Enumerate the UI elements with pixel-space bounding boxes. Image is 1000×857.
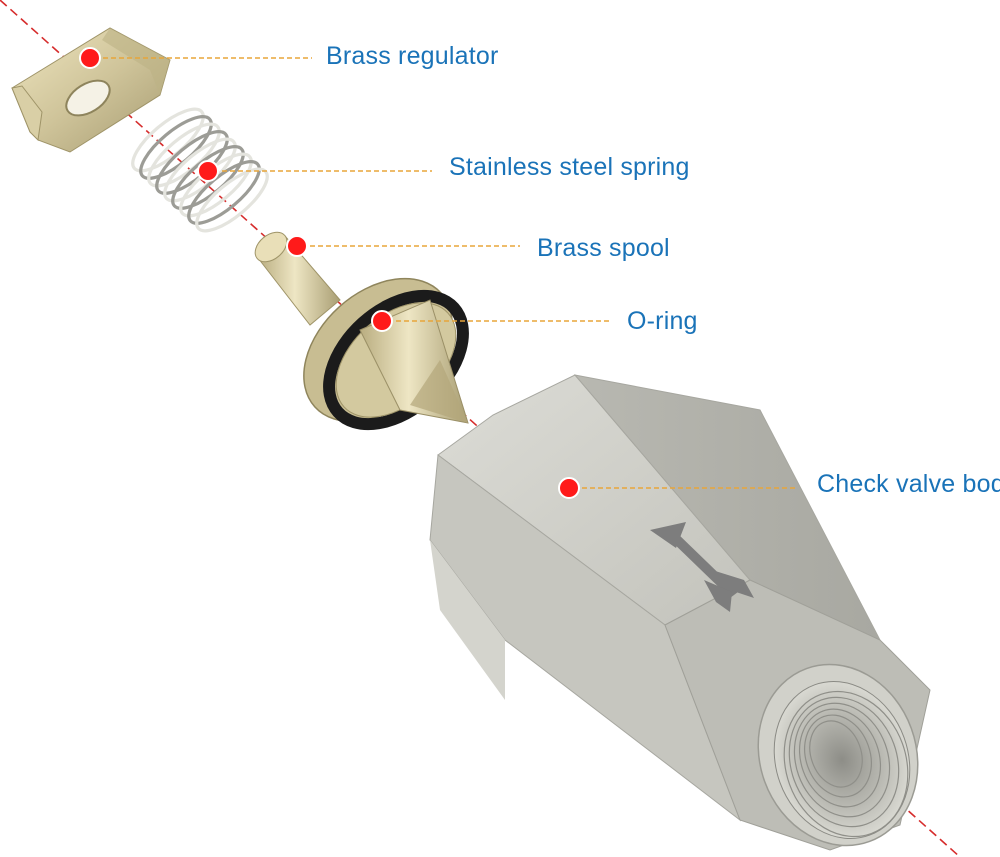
brass-spool-part [254, 231, 469, 431]
brass-regulator-part [11, 27, 171, 153]
check-valve-body-part [429, 374, 931, 851]
thread-ring [798, 708, 882, 808]
thread-ring [804, 714, 872, 798]
marker-dot-regulator [79, 47, 101, 69]
thread-ring [793, 702, 891, 818]
marker-dots [79, 47, 580, 499]
marker-dot-spool [286, 235, 308, 257]
marker-dot-body [558, 477, 580, 499]
label-o-ring: O-ring [627, 307, 698, 335]
label-check-valve-body: Check valve body [817, 470, 1000, 498]
label-brass-regulator: Brass regulator [326, 42, 499, 70]
thread-ring [809, 720, 863, 788]
leader-lines [95, 57, 795, 489]
thread-ring [788, 696, 900, 828]
thread-rings [783, 690, 909, 838]
marker-dot-spring [197, 160, 219, 182]
marker-dot-oring [371, 310, 393, 332]
label-stainless-steel-spring: Stainless steel spring [449, 153, 690, 181]
thread-ring [783, 690, 909, 838]
flow-arrow-icon [650, 522, 754, 612]
label-brass-spool: Brass spool [537, 234, 670, 262]
